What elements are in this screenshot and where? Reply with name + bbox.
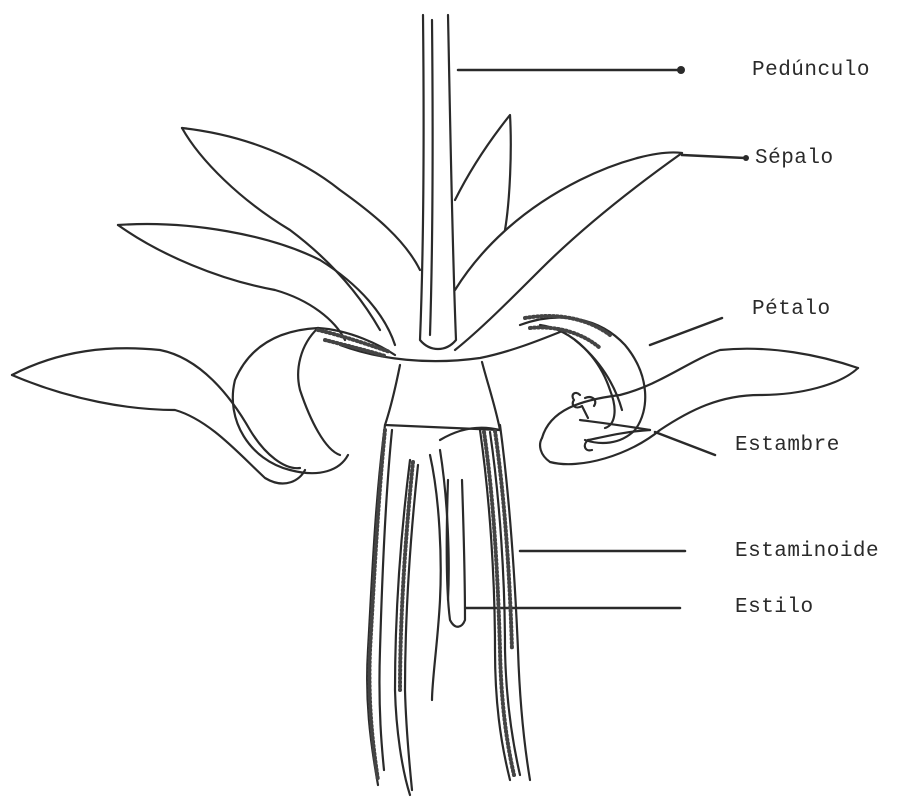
label-estambre: Estambre [735, 434, 840, 457]
petal-shapes [12, 318, 858, 484]
peduncle-shape [420, 15, 456, 349]
label-estilo: Estilo [735, 596, 814, 619]
stamen-shape [573, 393, 715, 455]
label-pedunculo: Pedúnculo [752, 59, 870, 82]
label-petalo: Pétalo [752, 298, 831, 321]
label-sepalo: Sépalo [755, 147, 834, 170]
label-estaminoide: Estaminoide [735, 540, 879, 563]
style-shape [447, 480, 680, 627]
staminode-shapes [367, 425, 685, 795]
